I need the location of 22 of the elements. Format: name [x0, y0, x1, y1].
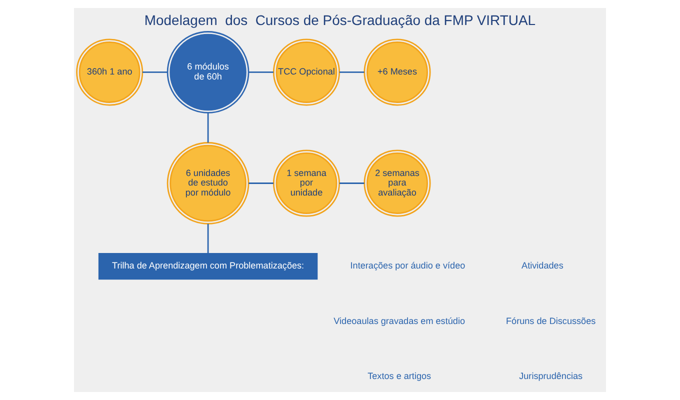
label: Fóruns de Discussões	[506, 316, 596, 326]
connector	[142, 72, 168, 73]
node-circle: 2 semanas para avaliação	[364, 150, 431, 217]
node-circle: 360h 1 ano	[76, 38, 144, 106]
label: Atividades	[522, 260, 564, 271]
label: Videoaulas gravadas em estúdio	[334, 316, 466, 326]
connector	[207, 224, 209, 254]
node-box: Trilha de Aprendizagem com Problematizações:	[98, 253, 318, 280]
connector	[248, 72, 274, 73]
node-circle: 6 módulos de 60h	[166, 31, 250, 114]
connector	[207, 112, 209, 143]
connector	[248, 182, 274, 184]
node-circle: 1 semana por unidade	[272, 150, 340, 217]
diagram-title: Modelagem dos Cursos de Pós-Graduação da FMP VIRTUAL	[144, 12, 536, 28]
node-circle: 6 unidades de estudo por módulo	[166, 142, 250, 224]
node-circle: +6 Meses	[364, 38, 431, 106]
connector	[339, 182, 364, 184]
connector	[339, 72, 364, 73]
label: Interações por áudio e vídeo	[350, 260, 466, 271]
node-circle: TCC Opcional	[272, 38, 340, 106]
label: Textos e artigos	[368, 371, 432, 382]
label: Jurisprudências	[519, 371, 583, 382]
